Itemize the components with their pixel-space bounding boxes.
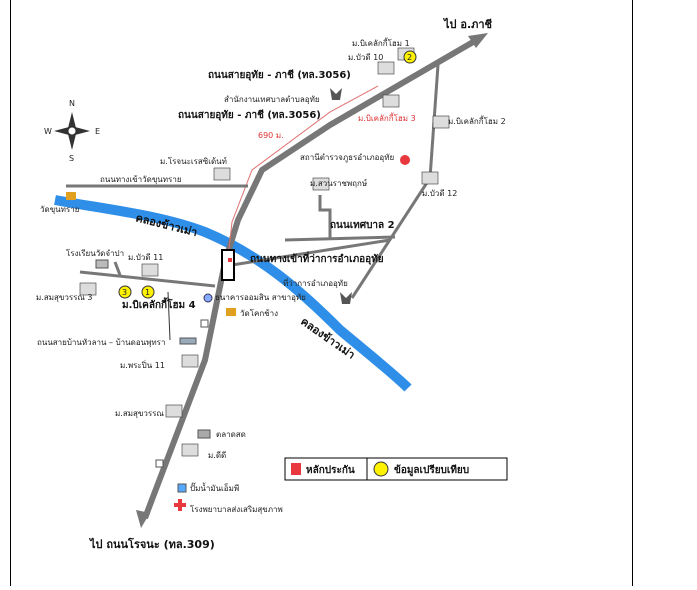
garuda-icon <box>340 292 352 304</box>
sign-icon <box>155 459 164 468</box>
label-school: โรงเรียนวัดจำปา <box>66 248 124 258</box>
temple-icon <box>66 192 76 200</box>
dest-south: ไป ถนนโรจนะ (ทล.309) <box>88 537 215 551</box>
hospital-icon <box>174 499 186 511</box>
police-icon <box>400 155 410 165</box>
compass-rose: N S W E <box>44 99 100 163</box>
road-main-top-label: ถนนสายอุทัย - ภาชี (ทล.3056) <box>208 69 351 81</box>
house-icon <box>79 282 97 296</box>
bridge <box>221 249 235 281</box>
legend-swatch-compare <box>373 461 389 477</box>
label-m-buadi-11: ม.บัวดี 11 <box>128 253 163 262</box>
label-m-somsuk: ม.สมสุขวรรณ <box>115 409 164 418</box>
label-m-bilek-1: ม.บิเคลักกี้โฮม 1 <box>352 37 410 48</box>
legend-item-collateral: หลักประกัน <box>306 464 355 476</box>
school-icon <box>95 259 109 269</box>
gas-icon <box>177 483 187 493</box>
road-branch-1 <box>318 195 332 240</box>
label-police: สถานีตำรวจภูธรอำเภออุทัย <box>300 153 394 163</box>
distance-label: 690 ม. <box>258 131 284 140</box>
compass-w: W <box>44 127 52 136</box>
frame-right-border <box>632 0 633 586</box>
route-line <box>227 85 379 259</box>
compass-s: S <box>69 154 74 163</box>
house-icon <box>382 94 400 108</box>
bus-icon <box>179 337 197 345</box>
road-temple-label: ถนนทางเข้าวัดขุนทราย <box>100 175 182 184</box>
marker-2 <box>403 50 417 64</box>
label-m-d-d: ม.ดีดี <box>208 451 226 460</box>
label-m-bilek-2: ม.บิเคลักกี้โฮม 2 <box>448 115 506 126</box>
house-icon <box>377 61 395 75</box>
house-icon <box>421 171 439 185</box>
label-m-pracha-11: ม.พระปิ่น 11 <box>120 359 165 370</box>
label-hospital: โรงพยาบาลส่งเสริมสุขภาพ <box>190 504 283 514</box>
house-icon <box>213 167 231 181</box>
legend-item-compare: ข้อมูลเปรียบเทียบ <box>394 464 469 477</box>
frame-left-border <box>10 0 11 586</box>
marker-3-label: 3 <box>122 288 127 297</box>
road-ban-hua-lan <box>79 270 216 288</box>
compass-n: N <box>69 99 75 108</box>
house-icon <box>181 443 199 457</box>
road-main-mid-label: ถนนสายอุทัย - ภาชี (ทล.3056) <box>178 109 321 121</box>
marker-1 <box>141 285 155 299</box>
road-left-small <box>167 291 171 341</box>
arrow-south <box>136 510 150 528</box>
label-m-buadi-12: ม.บัวดี 12 <box>422 189 457 198</box>
road-entrance-label: ถนนทางเข้าที่ว่าการอำเภออุทัย <box>250 251 384 265</box>
road-tessaban2-label: ถนนเทศบาล 2 <box>330 220 395 231</box>
label-m-suan-rajapruek: ม.สวนราชพฤกษ์ <box>310 178 367 188</box>
label-municipal-office: สำนักงานเทศบาลตำบลอุทัย <box>224 95 320 104</box>
main-road <box>142 35 482 520</box>
legend-swatch-collateral <box>291 463 301 475</box>
label-m-somsuk-3: ม.สมสุขวรรณ 3 <box>36 293 92 302</box>
road-ban-hua-lan-label: ถนนสายบ้านหัวลาน – บ้านดอนพุทรา <box>37 338 165 347</box>
garuda-icon <box>330 88 342 100</box>
temple-icon <box>226 308 236 316</box>
label-market: ตลาดสด <box>216 430 246 439</box>
house-icon <box>312 177 330 191</box>
canal <box>54 195 412 392</box>
road-entrance <box>231 238 391 267</box>
road-branch-3 <box>350 177 432 299</box>
label-wat-khun-sai: วัดขุนทราย <box>40 205 79 214</box>
house-icon <box>141 263 159 277</box>
bank-icon <box>203 293 213 303</box>
collateral-marker <box>228 258 232 262</box>
label-wat-khok-chang: วัดโคกช้าง <box>240 308 278 318</box>
label-district-office: ที่ว่าการอำเภออุทัย <box>283 277 348 288</box>
label-m-bilek-4: ม.บิเคลักกี้โฮม 4 <box>122 297 196 311</box>
label-m-bilek-3: ม.บิเคลักกี้โฮม 3 <box>358 112 416 123</box>
arrow-northeast <box>468 33 488 48</box>
market-icon <box>197 429 211 439</box>
house-icon <box>432 115 450 129</box>
marker-3 <box>118 285 132 299</box>
label-m-buadi-10: ม.บัวดี 10 <box>348 53 383 62</box>
sign-icon <box>200 319 209 328</box>
road-tessaban2 <box>284 235 396 242</box>
compass-e: E <box>95 127 100 136</box>
marker-2-label: 2 <box>407 53 412 62</box>
house-icon <box>165 404 183 418</box>
label-gas-station: ปั๊มน้ำมันเอ็มพี <box>190 482 239 493</box>
marker-1-label: 1 <box>145 288 150 297</box>
label-bank: ธนาคารออมสิน สาขาอุทัย <box>215 293 306 302</box>
road-school <box>113 261 122 276</box>
dest-northeast: ไป อ.ภาชี <box>442 17 493 31</box>
house-icon <box>181 354 199 368</box>
label-m-rojana: ม.โรจนะเรสซิเด้นท์ <box>160 156 227 166</box>
legend: หลักประกัน ข้อมูลเปรียบเทียบ <box>284 457 508 481</box>
